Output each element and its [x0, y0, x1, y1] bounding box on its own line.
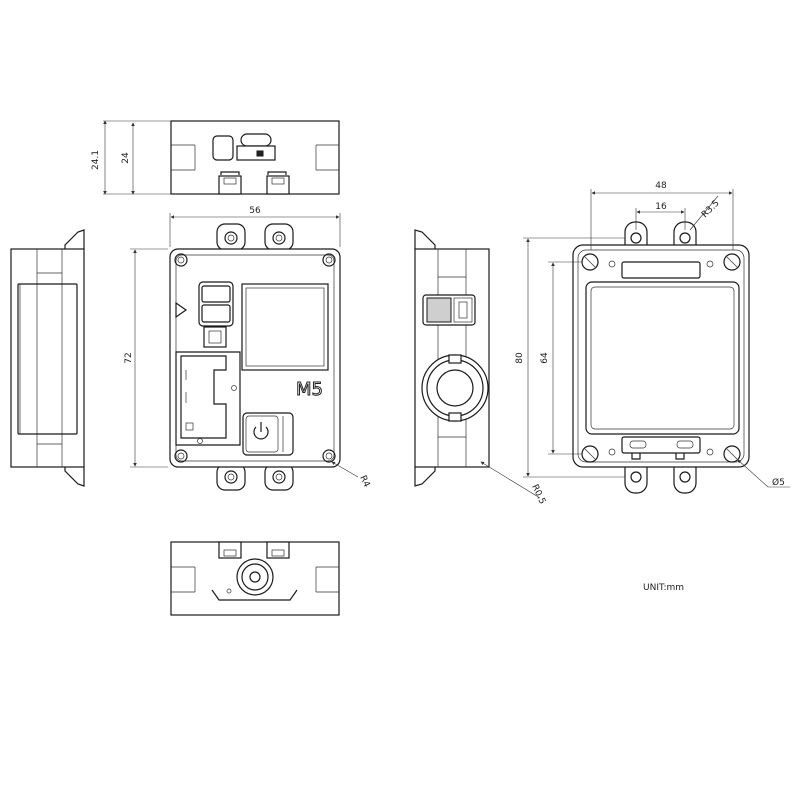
- dim-back-radius: R3.5: [700, 198, 722, 220]
- unit-label: UNIT:mm: [643, 583, 684, 593]
- button-a: [201, 285, 231, 303]
- dim-back-inner-height: 64: [540, 352, 550, 364]
- left-side-view: [10, 229, 85, 487]
- rotary-dial: [421, 354, 489, 422]
- front-view: M5 56 72 R4: [124, 206, 372, 491]
- display-screen: [241, 283, 329, 371]
- play-indicator-icon: [175, 301, 188, 319]
- dim-back-height: 80: [515, 352, 525, 364]
- dim-back-width: 48: [655, 181, 667, 191]
- brand-logo-text: M5: [296, 379, 323, 400]
- bottom-view: [170, 541, 340, 616]
- dim-top-height-inner: 24: [121, 152, 131, 164]
- back-view: 48 16 R3.5 80 64 Ø5: [515, 181, 790, 494]
- top-view: 24.1 24: [91, 120, 340, 195]
- dim-back-hole-spacing: 16: [655, 202, 667, 212]
- dim-top-height-outer: 24.1: [91, 150, 101, 170]
- right-side-view: R0.5: [414, 229, 547, 506]
- dim-corner-radius-side: R0.5: [529, 483, 547, 506]
- dim-front-height: 72: [124, 352, 134, 363]
- button-b: [201, 304, 231, 323]
- power-icon: [253, 426, 269, 440]
- dim-front-width: 56: [249, 206, 261, 216]
- dim-hole-diameter: Ø5: [772, 477, 785, 488]
- usb-c-connector: [236, 133, 276, 161]
- dim-corner-radius-front: R4: [357, 474, 371, 489]
